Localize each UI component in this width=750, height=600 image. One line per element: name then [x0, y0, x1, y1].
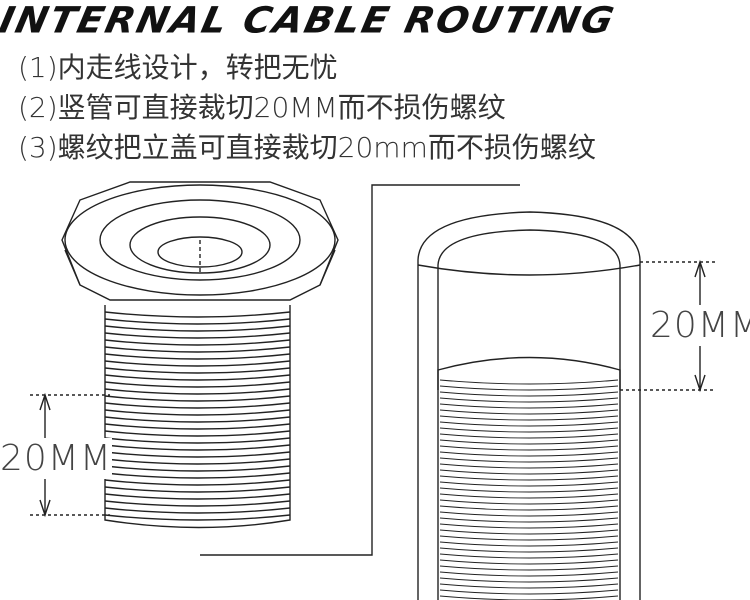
thread-line [104, 353, 291, 360]
thread-line [104, 381, 291, 388]
thread-line [104, 311, 291, 318]
thread-line [104, 430, 291, 437]
thread-line [439, 565, 619, 571]
thread-line [439, 415, 619, 421]
thread-line [439, 409, 619, 415]
thread-line [104, 409, 291, 416]
feature-3: (3)螺纹把立盖可直接裁切20mm而不损伤螺纹 [18, 131, 596, 164]
thread-line [104, 395, 291, 402]
thread-line [439, 439, 619, 445]
thread-line [439, 457, 619, 463]
thread-line [439, 403, 619, 409]
thread-line [104, 507, 291, 514]
thread-line [439, 463, 619, 469]
left-dimension-label: 20MM [0, 438, 112, 479]
thread-line [439, 589, 619, 595]
thread-line [439, 529, 619, 535]
thread-line [439, 421, 619, 427]
thread-line [439, 433, 619, 439]
thread-line [104, 402, 291, 409]
thread-line [439, 553, 619, 559]
thread-line [439, 547, 619, 553]
thread-line [104, 514, 291, 521]
thread-line [104, 325, 291, 332]
thread-line [104, 367, 291, 374]
thread-line [104, 493, 291, 500]
thread-line [104, 437, 291, 444]
thread-line [439, 487, 619, 493]
thread-line [439, 481, 619, 487]
thread-line [439, 427, 619, 433]
thread-line [104, 416, 291, 423]
thread-line [439, 577, 619, 583]
thread-line [439, 505, 619, 511]
feature-2: (2)竖管可直接裁切20MM而不损伤螺纹 [18, 91, 506, 124]
thread-line [439, 397, 619, 403]
thread-line [104, 472, 291, 479]
thread-line [439, 385, 619, 391]
thread-line [439, 475, 619, 481]
thread-line [104, 444, 291, 451]
thread-line [439, 469, 619, 475]
thread-line [439, 559, 619, 565]
thread-line [104, 479, 291, 486]
diagram-title: INTERNAL CABLE ROUTING [0, 0, 620, 41]
thread-line [439, 523, 619, 529]
thread-line [439, 583, 619, 589]
thread-line [104, 458, 291, 465]
thread-line [104, 500, 291, 507]
thread-line [439, 541, 619, 547]
feature-1: (1)内走线设计，转把无忧 [18, 51, 338, 84]
thread-line [104, 360, 291, 367]
thread-line [439, 451, 619, 457]
thread-line [439, 493, 619, 499]
thread-line [104, 423, 291, 430]
thread-line [104, 388, 291, 395]
guide-line [200, 184, 520, 556]
stem-cap-part [61, 181, 339, 529]
right-dimension-label: 20MM [650, 305, 750, 346]
thread-line [104, 339, 291, 346]
thread-line [104, 332, 291, 339]
thread-line [439, 445, 619, 451]
thread-line [439, 511, 619, 517]
thread-line [104, 451, 291, 458]
thread-line [439, 595, 619, 600]
thread-line [104, 486, 291, 493]
thread-line [104, 318, 291, 325]
steerer-tube-part [417, 211, 641, 600]
thread-line [104, 346, 291, 353]
thread-line [439, 571, 619, 577]
thread-line [439, 379, 619, 385]
thread-line [104, 465, 291, 472]
thread-line [439, 517, 619, 523]
thread-line [104, 374, 291, 381]
thread-line [439, 391, 619, 397]
thread-line [439, 535, 619, 541]
thread-line [439, 499, 619, 505]
